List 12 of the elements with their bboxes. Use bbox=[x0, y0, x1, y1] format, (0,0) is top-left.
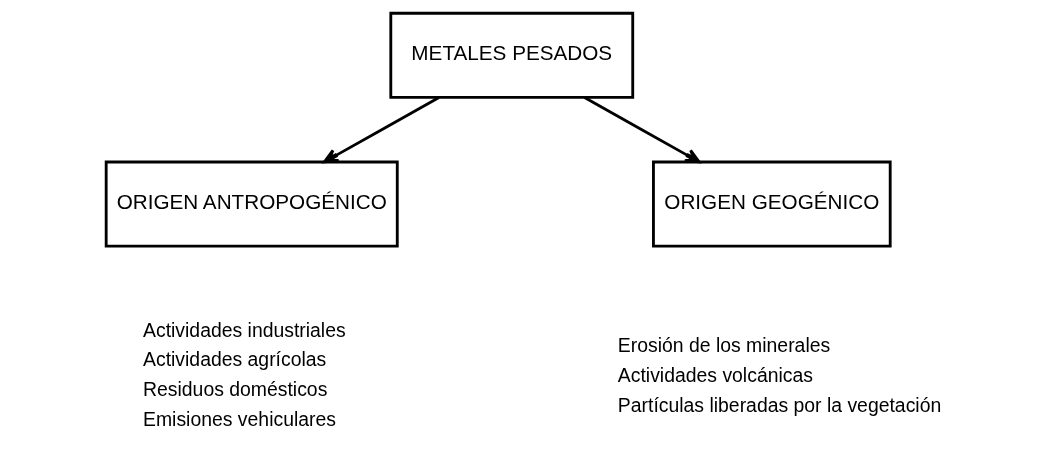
node-box: METALES PESADOS bbox=[388, 11, 634, 99]
node-label: Emisiones vehiculares bbox=[142, 407, 336, 430]
node-label: Erosión de los minerales bbox=[617, 334, 830, 357]
arrow bbox=[583, 96, 700, 164]
node-label: Partículas liberadas por la vegetación bbox=[617, 393, 941, 416]
node-label: Actividades industriales bbox=[142, 318, 346, 341]
node-label: Actividades volcánicas bbox=[617, 363, 813, 386]
node-label: Residuos domésticos bbox=[142, 378, 327, 401]
arrow bbox=[322, 96, 440, 164]
node-label: Actividades agrícolas bbox=[142, 348, 326, 371]
node-box: ORIGEN ANTROPOGÉNICO bbox=[104, 160, 399, 248]
node-box: ORIGEN GEOGÉNICO bbox=[651, 160, 892, 248]
